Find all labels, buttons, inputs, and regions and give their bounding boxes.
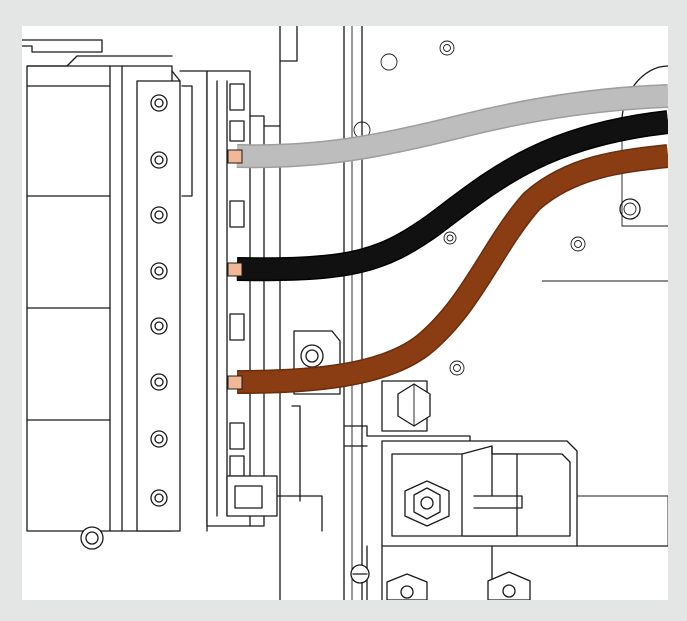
- copper-tab: [227, 375, 243, 390]
- terminal-hole: [150, 317, 168, 335]
- plate-screw-hole: [443, 231, 457, 245]
- clamp-slot: [229, 83, 245, 111]
- bottom-nut: [386, 573, 428, 600]
- terminal-hole: [150, 94, 168, 112]
- plate-hole: [623, 202, 637, 216]
- plate-screw-hole: [570, 236, 586, 252]
- breaker-module: [22, 39, 208, 550]
- clamp-slot: [229, 120, 245, 142]
- plate-hole: [380, 53, 398, 71]
- black-wire: [236, 111, 668, 280]
- wire-group: [227, 84, 668, 394]
- plate-hole: [619, 198, 641, 220]
- bottom-nut: [487, 571, 531, 600]
- clamp-slot: [229, 455, 245, 477]
- terminal-hole: [150, 151, 168, 169]
- terminal-hole: [150, 206, 168, 224]
- copper-tab: [227, 262, 243, 277]
- terminal-hole: [150, 489, 168, 507]
- terminal-strip: [181, 70, 323, 532]
- clamp-slot: [229, 200, 245, 228]
- clamp-slot: [229, 422, 245, 450]
- clamp-slot: [229, 313, 245, 341]
- grey-wire: [236, 85, 668, 167]
- bottom-screw: [350, 564, 370, 584]
- lug-assembly: [343, 425, 668, 600]
- module-screw: [80, 526, 104, 550]
- terminal-hole: [150, 373, 168, 391]
- copper-tab: [227, 149, 243, 164]
- main-nut: [404, 480, 450, 527]
- hex-bolt: [381, 380, 431, 432]
- drawing-panel: [22, 26, 668, 600]
- terminal-hole: [150, 430, 168, 448]
- wiring-diagram: [22, 26, 668, 600]
- brown-wire: [236, 145, 668, 393]
- cable-lug: [461, 445, 518, 537]
- plate-screw-hole: [449, 360, 465, 376]
- terminal-hole: [150, 262, 168, 280]
- plate-screw-hole: [439, 40, 455, 56]
